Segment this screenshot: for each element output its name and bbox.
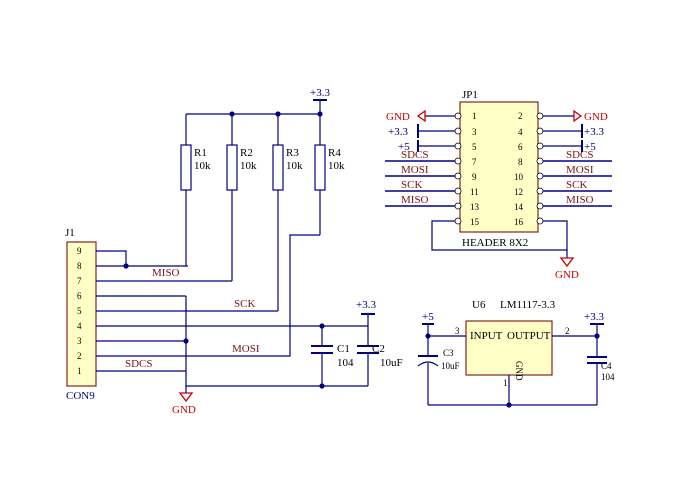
pullup-resistors: +3.3 R1 10k R2 10k R3 10k R4 10k bbox=[180, 87, 345, 311]
jp1-pin-12: 12 bbox=[514, 187, 523, 197]
r4-value: 10k bbox=[328, 160, 345, 172]
jp1-net-v5-right: +5 bbox=[584, 141, 596, 153]
jp1-value: HEADER 8X2 bbox=[462, 237, 528, 249]
jp1-pin-6: 6 bbox=[518, 142, 523, 152]
net-v5-u6: +5 bbox=[422, 311, 434, 323]
j1-pin-1: 1 bbox=[77, 366, 82, 376]
r3-value: 10k bbox=[286, 160, 303, 172]
resistor-r3 bbox=[272, 144, 284, 191]
r2-ref: R2 bbox=[240, 147, 253, 159]
r3-ref: R3 bbox=[286, 147, 299, 159]
jp1-net-sck-left: SCK bbox=[401, 179, 422, 191]
net-sdcs-j1: SDCS bbox=[125, 358, 153, 370]
jp1-pin-13: 13 bbox=[470, 202, 480, 212]
jp1-pin-5: 5 bbox=[472, 142, 477, 152]
net-v33-top: +3.3 bbox=[310, 87, 330, 99]
j1-pin-4: 4 bbox=[77, 321, 82, 331]
u6-pin-gnd: 1 bbox=[503, 378, 508, 388]
u6-out-label: OUTPUT bbox=[507, 330, 551, 342]
u6-pin-in: 3 bbox=[455, 326, 460, 336]
jp1-net-sdcs-left: SDCS bbox=[401, 149, 429, 161]
jp1-pin-9: 9 bbox=[472, 172, 477, 182]
j1-connector: J1 CON9 9 8 7 6 5 4 3 2 1 bbox=[65, 227, 97, 402]
j1-pin-9: 9 bbox=[77, 246, 82, 256]
r4-ref: R4 bbox=[328, 147, 341, 159]
u6-pin-out: 2 bbox=[565, 326, 570, 336]
jp1-net-mosi-left: MOSI bbox=[401, 164, 429, 176]
c2-ref: C2 bbox=[372, 343, 385, 355]
j1-designator: J1 bbox=[65, 227, 75, 239]
c3-ref: C3 bbox=[443, 348, 454, 358]
j1-pin-6: 6 bbox=[77, 291, 82, 301]
jp1-right-wires: GND +3.3 +5 SDCS MOSI SCK MISO bbox=[543, 109, 612, 207]
jp1-net-gnd-right: GND bbox=[584, 111, 608, 123]
c4-value: 104 bbox=[601, 372, 615, 382]
j1-pin-3: 3 bbox=[77, 336, 82, 346]
c2-value: 10uF bbox=[380, 357, 403, 369]
j1-pin-2: 2 bbox=[77, 351, 82, 361]
jp1-pin-11: 11 bbox=[470, 187, 479, 197]
jp1-net-mosi-right: MOSI bbox=[566, 164, 594, 176]
net-v33-u6: +3.3 bbox=[584, 311, 604, 323]
r1-value: 10k bbox=[194, 160, 211, 172]
u6-gnd-label: GND bbox=[514, 361, 524, 381]
jp1-pin-3: 3 bbox=[472, 127, 477, 137]
u6-part: LM1117-3.3 bbox=[500, 299, 556, 311]
j1-pin-7: 7 bbox=[77, 276, 82, 286]
jp1-pin-1: 1 bbox=[472, 111, 477, 121]
jp1-pin-4: 4 bbox=[518, 127, 523, 137]
resistor-r4 bbox=[314, 144, 326, 191]
r2-value: 10k bbox=[240, 160, 257, 172]
u6-designator: U6 bbox=[472, 299, 486, 311]
jp1-designator: JP1 bbox=[462, 89, 478, 101]
r1-ref: R1 bbox=[194, 147, 207, 159]
jp1-net-miso-left: MISO bbox=[401, 194, 429, 206]
jp1-pin-10: 10 bbox=[514, 172, 524, 182]
jp1-net-sck-right: SCK bbox=[566, 179, 587, 191]
jp1-net-miso-right: MISO bbox=[566, 194, 594, 206]
j1-pin-5: 5 bbox=[77, 306, 82, 316]
j1-wires bbox=[96, 234, 368, 372]
decoupling-c1-c2: +3.3 C1 104 C2 10uF GND bbox=[172, 296, 403, 416]
c3-value: 10uF bbox=[441, 361, 460, 371]
jp1-pin-8: 8 bbox=[518, 157, 523, 167]
jp1-net-v33-right: +3.3 bbox=[584, 126, 604, 138]
jp1-pin-7: 7 bbox=[472, 157, 477, 167]
net-sck-j1: SCK bbox=[234, 298, 255, 310]
jp1-left-wires: GND +3.3 +5 SDCS MOSI SCK MISO GND bbox=[385, 109, 579, 281]
j1-pin-8: 8 bbox=[77, 261, 82, 271]
jp1-net-gnd-left: GND bbox=[386, 111, 410, 123]
jp1-net-sdcs-right: SDCS bbox=[566, 149, 594, 161]
j1-value: CON9 bbox=[66, 390, 95, 402]
u6-in-label: INPUT bbox=[470, 330, 503, 342]
net-mosi-j1: MOSI bbox=[232, 343, 260, 355]
resistor-r2 bbox=[226, 144, 238, 191]
jp1-net-gnd-bottom: GND bbox=[555, 269, 579, 281]
net-miso-j1: MISO bbox=[152, 267, 180, 279]
net-v33-c2: +3.3 bbox=[356, 299, 376, 311]
u6-regulator: U6 LM1117-3.3 INPUT OUTPUT GND 3 2 1 +5 … bbox=[417, 299, 615, 408]
jp1-pin-14: 14 bbox=[514, 202, 524, 212]
jp1-pin-2: 2 bbox=[518, 111, 523, 121]
c1-value: 104 bbox=[337, 357, 354, 369]
resistor-r1 bbox=[180, 144, 192, 191]
jp1-header: JP1 HEADER 8X2 1 3 5 7 9 11 13 15 2 4 6 … bbox=[454, 89, 544, 249]
net-gnd-j1: GND bbox=[172, 404, 196, 416]
jp1-pin-16: 16 bbox=[514, 217, 524, 227]
jp1-pin-15: 15 bbox=[470, 217, 480, 227]
c4-ref: C4 bbox=[601, 361, 612, 371]
jp1-net-v33-left: +3.3 bbox=[388, 126, 408, 138]
c1-ref: C1 bbox=[337, 343, 350, 355]
jp1-net-v5-left: +5 bbox=[398, 141, 410, 153]
